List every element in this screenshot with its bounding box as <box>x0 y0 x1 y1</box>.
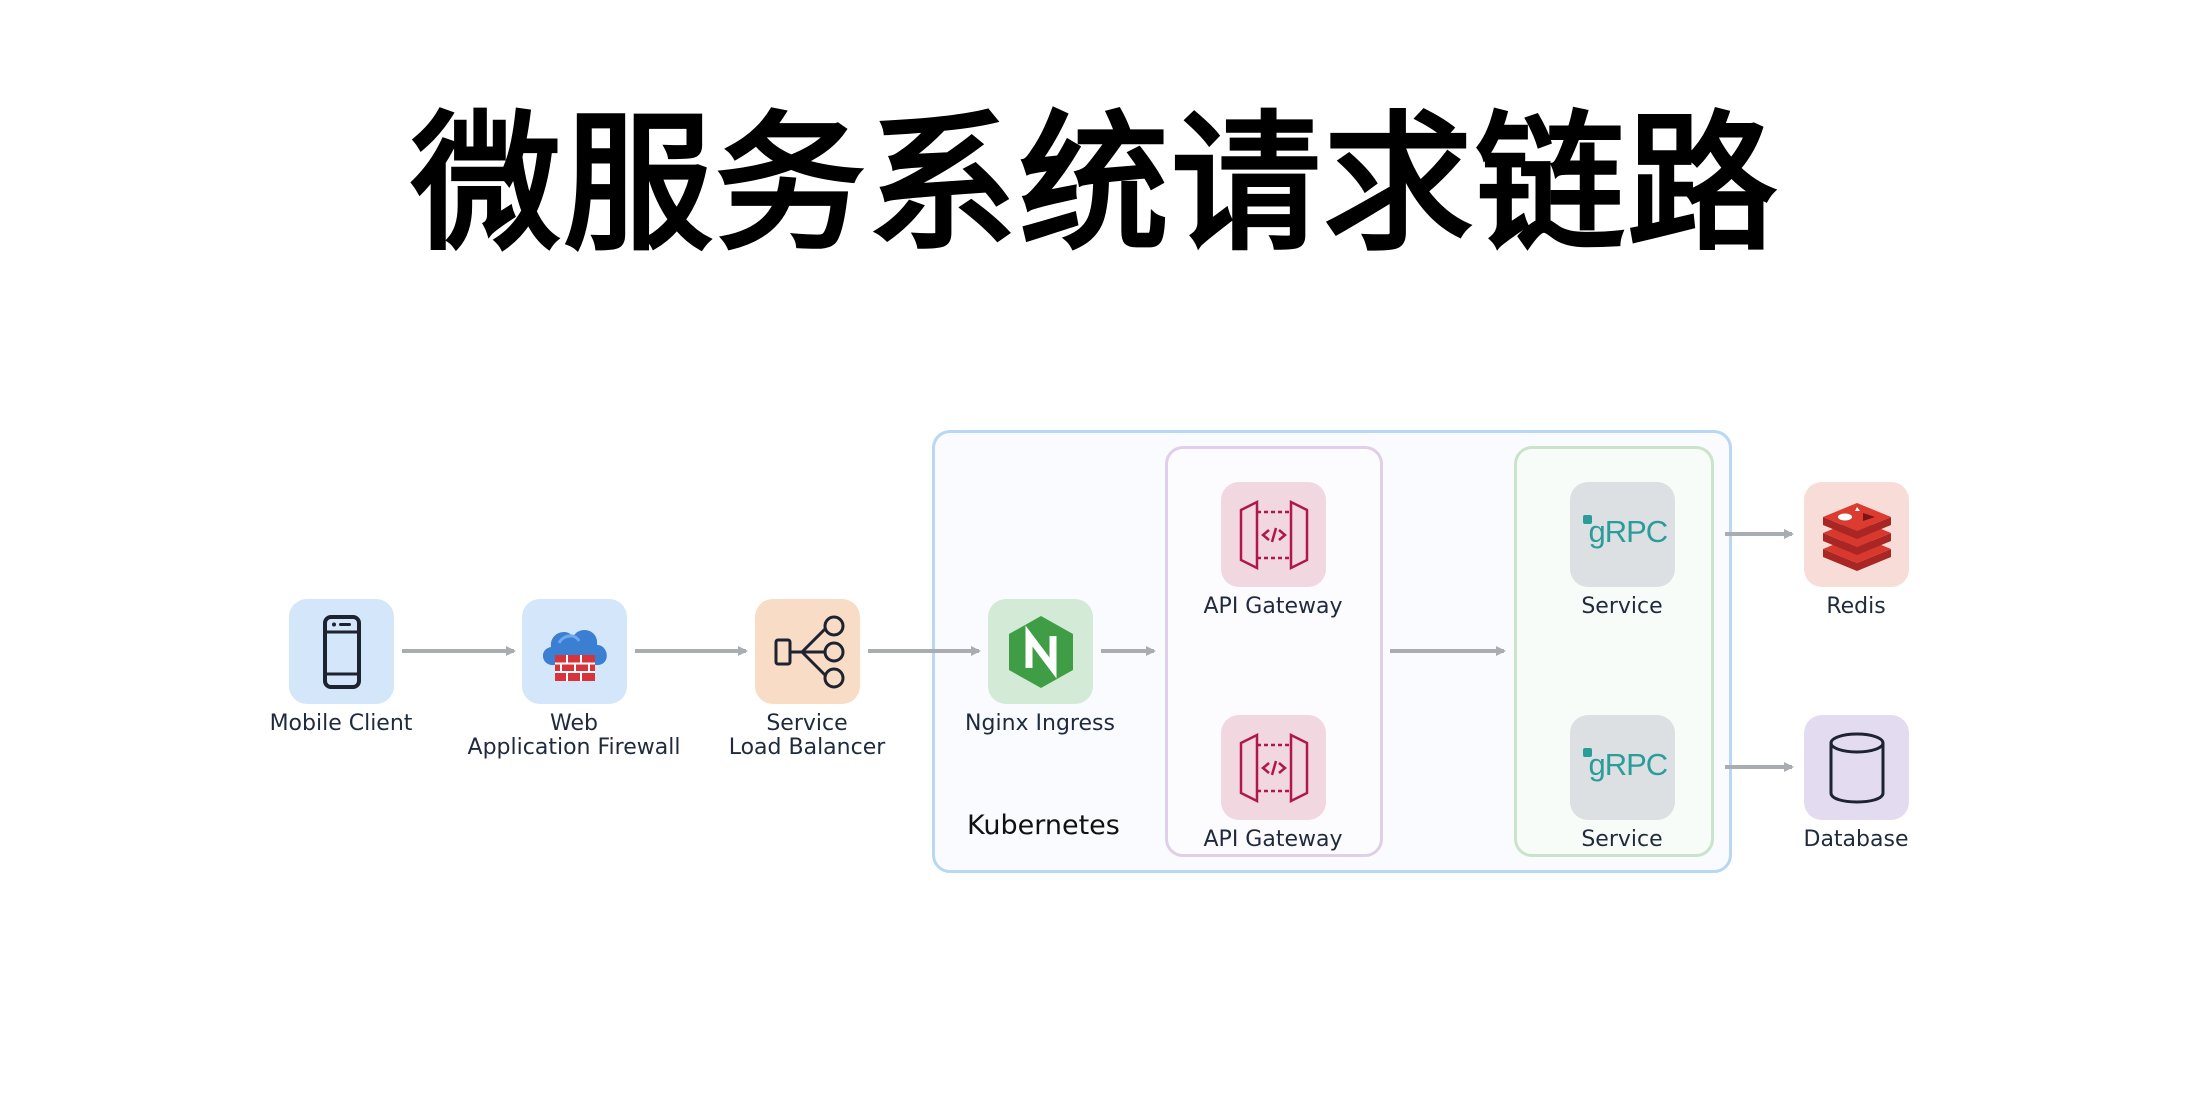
page-title: 微服务系统请求链路 <box>410 98 1779 272</box>
kubernetes-label: Kubernetes <box>967 810 1120 841</box>
cloud-firewall-icon <box>542 629 607 681</box>
service-label-1: Service <box>1581 594 1663 619</box>
nginx-ingress-node[interactable] <box>988 599 1093 704</box>
grpc-icon: gRPC <box>1582 514 1668 555</box>
load-balancer-node[interactable] <box>755 599 860 704</box>
grpc-icon: gRPC <box>1582 747 1668 788</box>
redis-label: Redis <box>1826 594 1886 619</box>
api-gateway-label-1: API Gateway <box>1203 594 1343 619</box>
api-gateway-node-2[interactable] <box>1221 715 1326 820</box>
nginx-icon <box>1008 615 1073 688</box>
waf-node[interactable] <box>522 599 627 704</box>
mobile-client-node[interactable] <box>289 599 394 704</box>
database-label: Database <box>1803 827 1909 852</box>
database-node[interactable] <box>1804 715 1909 820</box>
api-gateway-icon <box>1239 732 1308 803</box>
service-node-1[interactable]: gRPC <box>1570 482 1675 587</box>
redis-icon <box>1822 502 1891 571</box>
waf-label-line2: Application Firewall <box>467 735 681 760</box>
lb-label-line1: Service <box>766 711 848 736</box>
service-label-2: Service <box>1581 827 1663 852</box>
waf-label-line1: Web <box>550 711 598 736</box>
service-node-2[interactable]: gRPC <box>1570 715 1675 820</box>
mobile-client-label: Mobile Client <box>269 711 413 736</box>
smartphone-icon <box>322 614 361 689</box>
nginx-label: Nginx Ingress <box>965 711 1115 736</box>
lb-label-line2: Load Balancer <box>728 735 886 760</box>
api-gateway-icon <box>1239 499 1308 570</box>
database-icon <box>1829 732 1884 803</box>
api-gateway-label-2: API Gateway <box>1203 827 1343 852</box>
redis-node[interactable] <box>1804 482 1909 587</box>
load-balancer-icon <box>774 615 844 688</box>
api-gateway-node-1[interactable] <box>1221 482 1326 587</box>
